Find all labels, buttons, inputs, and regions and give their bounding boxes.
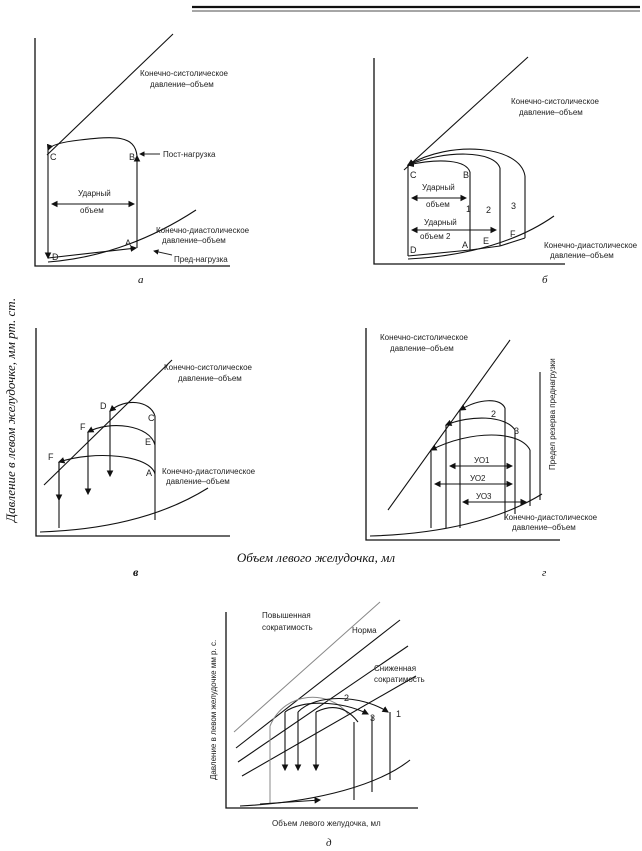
d-preload-limit: Предел резерва преднагрузки <box>548 358 557 470</box>
d-sv2: УО2 <box>470 474 486 483</box>
pt-a: A <box>125 238 131 248</box>
d-loop-3: 3 <box>514 426 519 436</box>
b-pt-b: B <box>463 170 469 180</box>
b-loop-2: 2 <box>486 205 491 215</box>
d-sv3: УО3 <box>476 492 492 501</box>
a-preload: Пред-нагрузка <box>174 255 228 264</box>
y-axis-label: Давление в левом желудочке, мм рт. ст. <box>3 298 18 524</box>
e-norm: Норма <box>352 626 377 635</box>
c-pt-c: C <box>148 413 155 423</box>
e-increased: Повышенная сократимость <box>262 611 313 632</box>
c-pt-a: A <box>146 468 152 478</box>
e-caption: д <box>326 837 332 849</box>
d-sv1: УО1 <box>474 456 490 465</box>
c-pt-e: E <box>145 437 151 447</box>
b-caption: б <box>542 274 548 286</box>
panel-a: C B D A Конечно-систолическое давление–о… <box>34 33 251 286</box>
e-decreased: Сниженная сократимость <box>374 664 425 684</box>
pt-d: D <box>52 252 59 262</box>
c-edpv-label: Конечно-диастолическое давление–объем <box>162 467 257 486</box>
x-axis-label: Объем левого желудочка, мл <box>237 550 395 565</box>
panel-c: D F F C E A Конечно-систолическое давлен… <box>35 328 257 579</box>
b-esp-label: Конечно-систолическое давление–объем <box>511 97 601 117</box>
b-sv1: Ударный объем <box>422 183 457 209</box>
c-esp-label: Конечно-систолическое давление–объем <box>164 363 254 383</box>
c-pt-f1: F <box>80 422 86 432</box>
c-caption: в <box>133 565 139 579</box>
b-loop-3: 3 <box>511 201 516 211</box>
a-afterload: Пост-нагрузка <box>163 150 216 159</box>
b-edpv-label: Конечно-диастолическое давление–объем <box>544 241 639 260</box>
a-stroke-volume: Ударный объем <box>78 189 113 215</box>
b-pt-f: F <box>510 229 516 239</box>
c-pt-f2: F <box>48 452 54 462</box>
a-edpv-label: Конечно-диастолическое давление–объем <box>156 226 251 245</box>
c-pt-d: D <box>100 401 107 411</box>
panel-d: 2 3 УО1 УО2 УО3 Конечно-систолическое да… <box>365 328 599 579</box>
b-pt-d: D <box>410 245 417 255</box>
pt-b: B <box>129 152 135 162</box>
d-caption: г <box>542 567 547 579</box>
panel-b: C B D A E F 1 2 3 Конечно-систолическое … <box>373 56 639 286</box>
e-loop-3: 3 <box>370 713 375 723</box>
b-pt-c: C <box>410 170 417 180</box>
d-edpv-label: Конечно-диастолическое давление–объем <box>504 513 599 532</box>
b-loop-1: 1 <box>466 204 471 214</box>
a-caption: а <box>138 274 144 286</box>
panel-e: 2 3 1 Повышенная сократимость Норма Сниж… <box>209 601 425 849</box>
pt-c: C <box>50 152 57 162</box>
b-pt-e: E <box>483 236 489 246</box>
a-esp-label: Конечно-систолическое давление–объем <box>140 69 230 89</box>
b-pt-a: A <box>462 240 468 250</box>
b-sv2: Ударный объем 2 <box>420 218 459 241</box>
d-loop-2: 2 <box>491 409 496 419</box>
d-esp-label: Конечно-систолическое давление–объем <box>380 333 470 353</box>
e-x-label: Объем левого желудочка, мл <box>272 819 381 828</box>
e-loop-2: 2 <box>344 693 349 703</box>
e-loop-1: 1 <box>396 709 401 719</box>
e-y-label: Давление в левом желудочке мм р. с. <box>209 640 218 780</box>
